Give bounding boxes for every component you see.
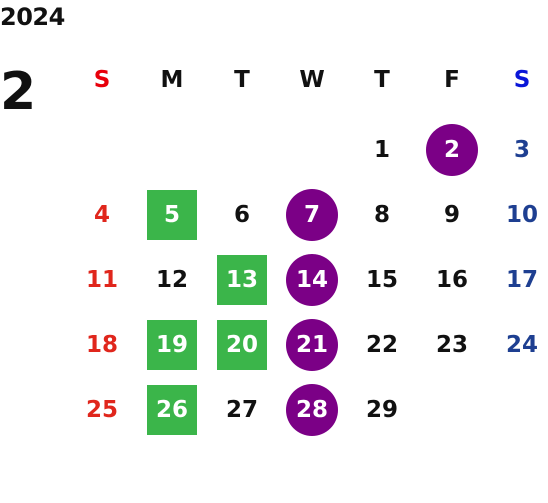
month-number: 2 [0, 62, 37, 122]
day-cell-20[interactable]: 20 [217, 320, 267, 370]
day-cell-7[interactable]: 7 [286, 189, 338, 241]
day-cell-21[interactable]: 21 [286, 319, 338, 371]
day-cell-12[interactable]: 12 [155, 267, 188, 293]
day-cell-8[interactable]: 8 [373, 202, 390, 228]
day-cell-26[interactable]: 26 [147, 385, 197, 435]
day-cell-24[interactable]: 24 [505, 332, 538, 358]
day-cell-22[interactable]: 22 [365, 332, 398, 358]
day-cell-14[interactable]: 14 [286, 254, 338, 306]
day-cell-4[interactable]: 4 [93, 202, 110, 228]
day-cell-25[interactable]: 25 [85, 397, 118, 423]
day-cell-9[interactable]: 9 [443, 202, 460, 228]
day-cell-17[interactable]: 17 [505, 267, 538, 293]
weekday-header-sunday: S [93, 67, 111, 93]
weekday-header-monday: M [160, 67, 184, 93]
weekday-header-friday: F [444, 67, 460, 93]
weekday-header-saturday: S [513, 67, 531, 93]
weekday-header-tuesday: T [234, 67, 250, 93]
day-cell-3[interactable]: 3 [513, 137, 530, 163]
year-label: 2024 [0, 3, 65, 31]
day-cell-28[interactable]: 28 [286, 384, 338, 436]
day-cell-15[interactable]: 15 [365, 267, 398, 293]
day-cell-10[interactable]: 10 [505, 202, 538, 228]
day-cell-1[interactable]: 1 [373, 137, 390, 163]
day-cell-6[interactable]: 6 [233, 202, 250, 228]
day-cell-29[interactable]: 29 [365, 397, 398, 423]
day-cell-13[interactable]: 13 [217, 255, 267, 305]
day-cell-5[interactable]: 5 [147, 190, 197, 240]
day-cell-19[interactable]: 19 [147, 320, 197, 370]
day-cell-2[interactable]: 2 [426, 124, 478, 176]
day-cell-23[interactable]: 23 [435, 332, 468, 358]
day-cell-16[interactable]: 16 [435, 267, 468, 293]
day-cell-27[interactable]: 27 [225, 397, 258, 423]
day-cell-11[interactable]: 11 [85, 267, 118, 293]
weekday-header-thursday: T [374, 67, 390, 93]
weekday-header-wednesday: W [299, 67, 325, 93]
day-cell-18[interactable]: 18 [85, 332, 118, 358]
